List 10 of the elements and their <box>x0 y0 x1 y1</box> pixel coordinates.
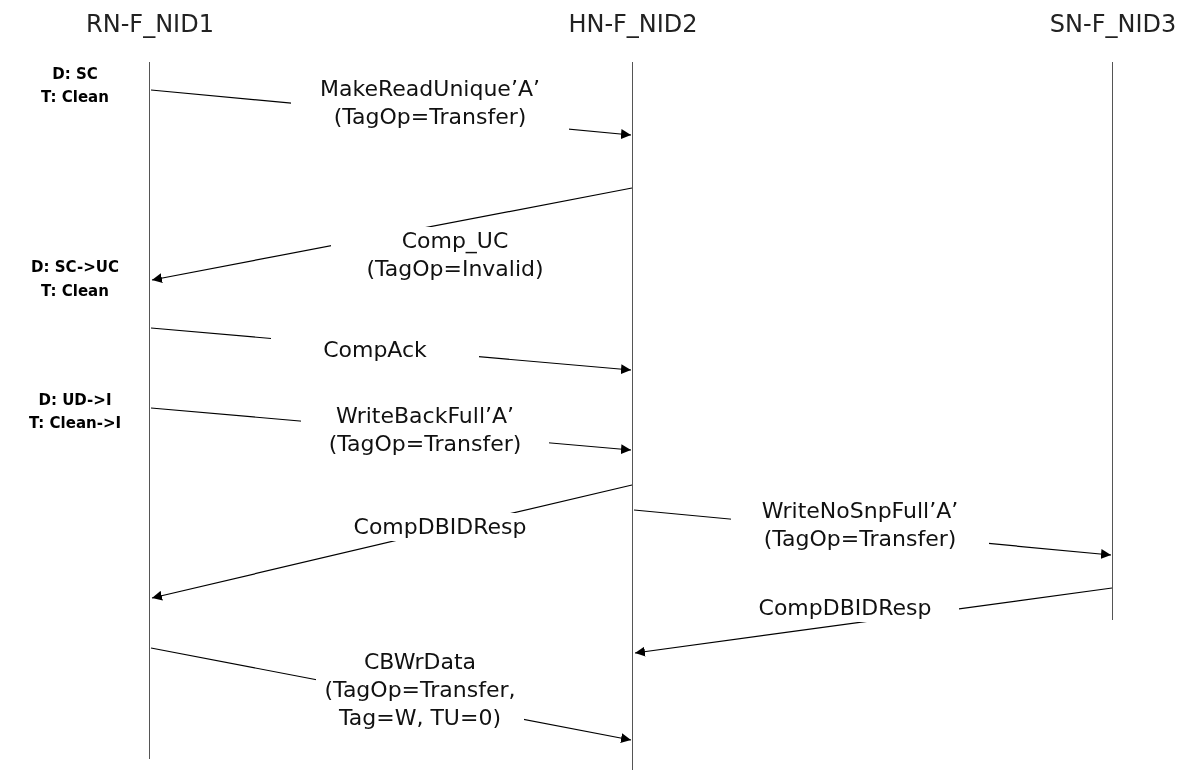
state-note: D: SC->UC <box>31 258 119 276</box>
state-note: T: Clean <box>41 282 109 300</box>
participant-name: HN-F_NID2 <box>568 10 698 38</box>
state-note: D: UD->I <box>38 391 112 409</box>
participant-name: SN-F_NID3 <box>1049 10 1177 38</box>
state-note: T: Clean <box>41 88 109 106</box>
state-note: D: SC <box>52 65 98 83</box>
participant-name: RN-F_NID1 <box>86 10 214 38</box>
edge-label: CompAck <box>271 336 479 364</box>
state-note: T: Clean->I <box>28 414 122 432</box>
